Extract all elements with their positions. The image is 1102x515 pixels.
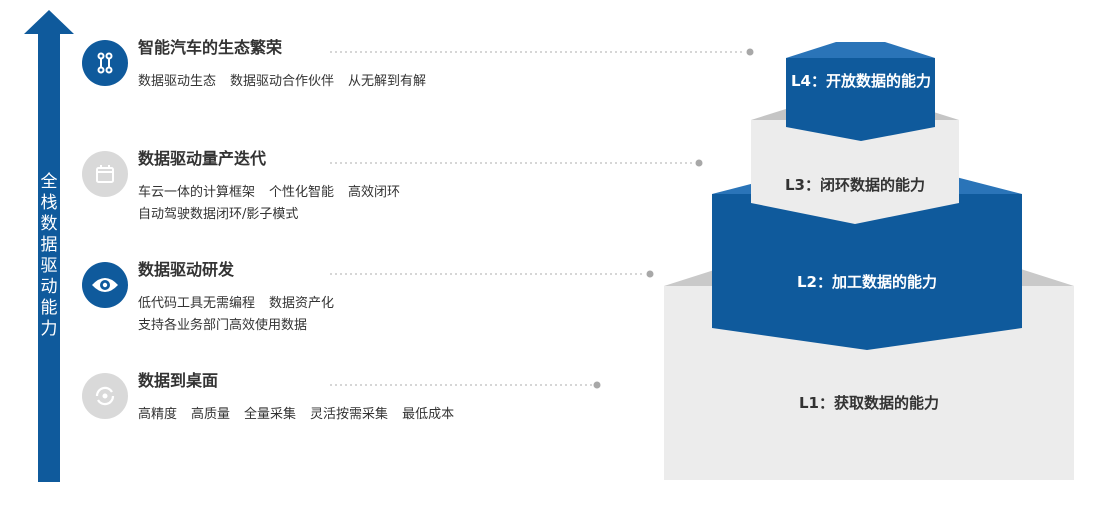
level-desc: 支持各业务部门高效使用数据 xyxy=(138,318,308,333)
vertical-arrow xyxy=(24,10,74,482)
level-title: 数据驱动研发 xyxy=(138,260,235,279)
level-desc: 数据驱动生态数据驱动合作伙伴从无解到有解 xyxy=(138,74,427,89)
level-title: 数据驱动量产迭代 xyxy=(138,149,267,168)
pyramid-l3-label: L3：闭环数据的能力 xyxy=(785,176,925,194)
refresh-icon xyxy=(82,373,128,419)
pyramid-l1-label: L1：获取数据的能力 xyxy=(799,394,939,412)
link-icon xyxy=(82,40,128,86)
pyramid-l4-label: L4：开放数据的能力 xyxy=(791,72,931,90)
level-desc: 车云一体的计算框架个性化智能高效闭环 xyxy=(138,185,401,200)
level-desc: 高精度高质量全量采集灵活按需采集最低成本 xyxy=(138,407,455,422)
level-desc: 自动驾驶数据闭环/影子模式 xyxy=(138,207,299,222)
level-title: 智能汽车的生态繁荣 xyxy=(138,38,283,57)
pyramid-l4-block xyxy=(786,42,935,141)
eye-icon xyxy=(82,262,128,308)
side-label: 全栈 数据 驱动 能力 xyxy=(40,172,58,339)
level-title: 数据到桌面 xyxy=(138,371,219,390)
calendar-icon xyxy=(82,151,128,197)
level-desc: 低代码工具无需编程数据资产化 xyxy=(138,296,335,311)
pyramid-l2-label: L2：加工数据的能力 xyxy=(797,273,937,291)
